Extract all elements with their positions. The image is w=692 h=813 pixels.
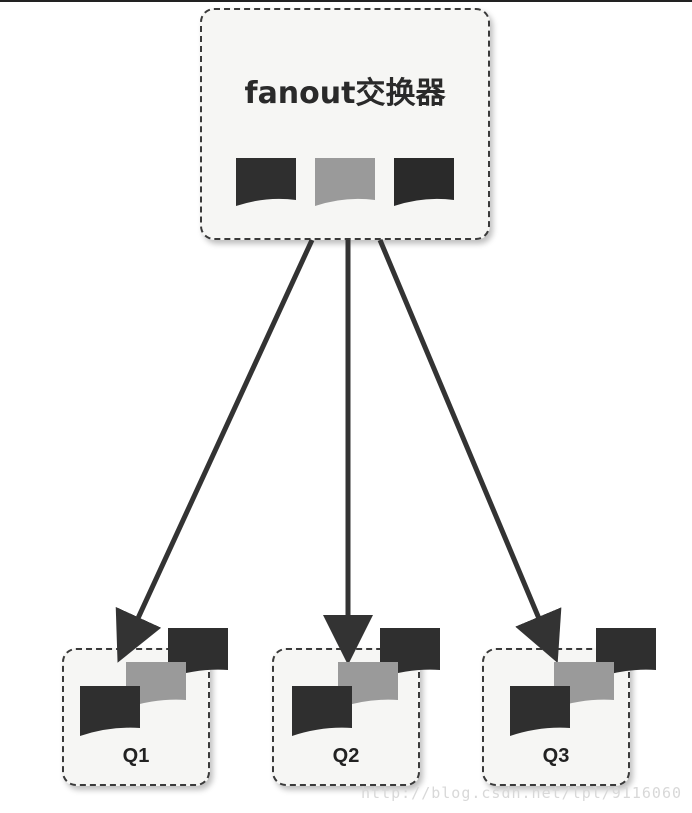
message-light [315,158,375,206]
q2-messages [292,628,440,736]
arrow-to-q3 [377,239,562,664]
watermark: http://blog.csdn.net/lpl/9116060 [361,784,682,802]
queue-label-q3: Q3 [542,745,570,767]
q1-message-middle [126,662,186,708]
message-dark-1 [236,158,296,206]
exchange-messages [236,158,454,206]
message-dark-2 [394,158,454,206]
q3-messages [510,628,656,736]
queue-label-q2: Q2 [332,745,360,767]
queue-label-q1: Q1 [122,745,150,767]
q3-message-front [510,686,570,736]
arrow-to-q1 [115,238,315,663]
q2-message-front [292,686,352,736]
q1-message-front [80,686,140,736]
top-border-line [0,0,692,2]
q1-messages [80,628,228,736]
q2-message-middle [338,662,398,708]
exchange-title: fanout交换器 [244,76,446,111]
